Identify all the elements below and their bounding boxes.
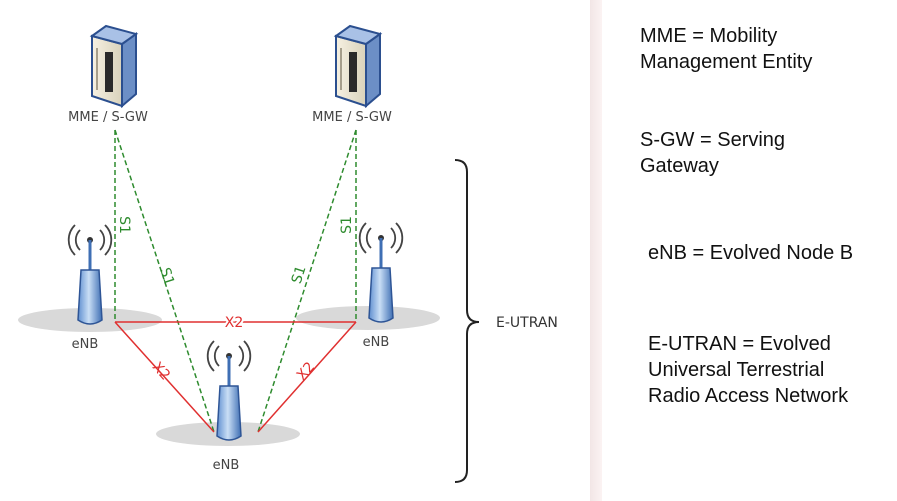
antenna-icon bbox=[358, 222, 404, 323]
legend-line: eNB = Evolved Node B bbox=[648, 242, 854, 264]
legend-mme: MME = Mobility Management Entity bbox=[640, 23, 812, 75]
interface-label-s1: S1 bbox=[339, 216, 355, 234]
legend-line: Gateway bbox=[640, 155, 719, 177]
interface-label-x2: X2 bbox=[294, 359, 318, 383]
legend-line: E-UTRAN = Evolved bbox=[648, 333, 831, 355]
eutran-label: E-UTRAN bbox=[496, 315, 558, 331]
antenna-icon bbox=[206, 340, 252, 441]
legend-eutran: E-UTRAN = Evolved Universal Terrestrial … bbox=[648, 331, 848, 409]
server-icon bbox=[89, 24, 139, 109]
x2-link-left bbox=[114, 321, 215, 433]
legend-sgw: S-GW = Serving Gateway bbox=[640, 127, 785, 179]
panel-divider bbox=[590, 0, 602, 501]
interface-label-s1: S1 bbox=[116, 216, 132, 234]
legend-line: S-GW = Serving bbox=[640, 129, 786, 151]
legend-line: Management Entity bbox=[640, 51, 813, 73]
ground-ellipse-right bbox=[296, 306, 440, 330]
s1-link-left-diagonal bbox=[114, 129, 215, 433]
legend-line: Universal Terrestrial bbox=[648, 359, 825, 381]
node-label-enb-left: eNB bbox=[72, 337, 99, 352]
network-diagram: MME / S-GW MME / S-GW eNB eNB eNB S1 S1 … bbox=[18, 24, 558, 483]
interface-label-x2: X2 bbox=[225, 315, 244, 331]
interface-label-s1: S1 bbox=[156, 266, 177, 288]
antenna-icon bbox=[67, 224, 113, 325]
server-icon bbox=[333, 24, 383, 109]
node-label-enb-bottom: eNB bbox=[213, 458, 240, 473]
legend-enb: eNB = Evolved Node B bbox=[648, 240, 853, 266]
legend-line: Radio Access Network bbox=[648, 385, 849, 407]
x2-link-right bbox=[257, 321, 357, 433]
legend-line: MME = Mobility bbox=[640, 25, 778, 47]
s1-link-right-diagonal bbox=[257, 129, 357, 433]
node-label-enb-right: eNB bbox=[363, 335, 390, 350]
node-label-mme-left: MME / S-GW bbox=[68, 110, 148, 125]
node-label-mme-right: MME / S-GW bbox=[312, 110, 392, 125]
eutran-brace bbox=[454, 159, 480, 483]
interface-label-s1: S1 bbox=[289, 264, 310, 286]
